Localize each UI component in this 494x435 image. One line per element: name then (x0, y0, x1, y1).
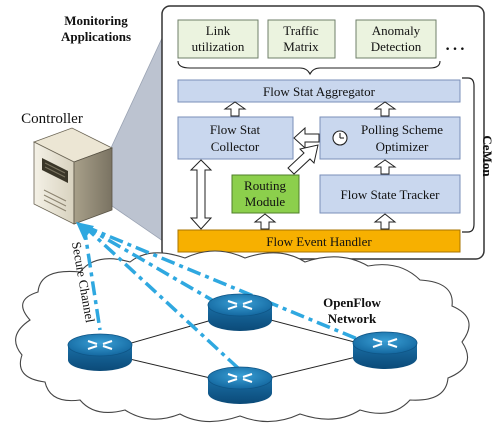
app-anomaly-detection-line1: Anomaly (372, 23, 421, 38)
routing-module-line1: Routing (244, 178, 286, 193)
arrow-optimizer-to-collector (293, 126, 320, 150)
app-traffic-matrix-line1: Traffic (283, 23, 319, 38)
router-icon-right (352, 331, 418, 369)
arrow-routing-to-optimizer (287, 144, 319, 175)
app-link-utilization: Link utilization (177, 19, 259, 59)
flow-state-tracker (319, 174, 461, 214)
flow-stat-aggregator-label: Flow Stat Aggregator (263, 84, 376, 99)
app-traffic-matrix: Traffic Matrix (267, 19, 336, 59)
router-icon-top (207, 293, 273, 331)
controller-label: Controller (21, 111, 83, 127)
cemon-label: CeMon (480, 135, 494, 177)
monitoring-title-line2: Applications (61, 29, 131, 44)
arrow-event-to-tracker (373, 213, 397, 230)
arrow-collector-to-aggregator (223, 101, 247, 117)
apps-more-ellipsis: … (444, 30, 466, 55)
flow-event-handler (177, 229, 461, 253)
app-anomaly-detection: Anomaly Detection (355, 19, 437, 59)
arrow-collector-event-handler (189, 159, 213, 230)
server-icon (32, 127, 114, 225)
app-link-utilization-line1: Link (206, 23, 231, 38)
secure-channel-lines (82, 224, 361, 370)
app-anomaly-detection-line2: Detection (371, 39, 422, 54)
routing-module-line2: Module (245, 194, 286, 209)
flow-stat-collector (177, 116, 294, 160)
openflow-network-line1: OpenFlow (323, 295, 381, 310)
arrow-tracker-to-optimizer (373, 159, 397, 175)
flow-stat-collector-line1: Flow Stat (210, 122, 261, 137)
router-icon-left (67, 333, 133, 371)
flow-stat-aggregator (177, 79, 461, 103)
app-link-utilization-line2: utilization (192, 39, 245, 54)
router-icon-bottom (207, 366, 273, 404)
app-traffic-matrix-line2: Matrix (283, 39, 319, 54)
flow-state-tracker-label: Flow State Tracker (341, 187, 441, 202)
cemon-bracket (462, 77, 475, 233)
openflow-cloud (15, 250, 470, 423)
flow-stat-collector-line2: Collector (211, 139, 260, 154)
secure-channel-arrowhead (76, 222, 94, 240)
monitoring-title-line1: Monitoring (64, 13, 128, 28)
flow-event-handler-label: Flow Event Handler (266, 234, 372, 249)
openflow-network-line2: Network (328, 311, 377, 326)
polling-scheme-optimizer-line1: Polling Scheme (361, 122, 443, 137)
clock-icon (332, 130, 348, 146)
apps-brace (177, 60, 441, 76)
arrow-optimizer-to-aggregator (373, 101, 397, 117)
polling-scheme-optimizer-line2: Optimizer (376, 139, 429, 154)
routing-module (231, 174, 300, 214)
arrow-event-to-routing (253, 213, 277, 230)
